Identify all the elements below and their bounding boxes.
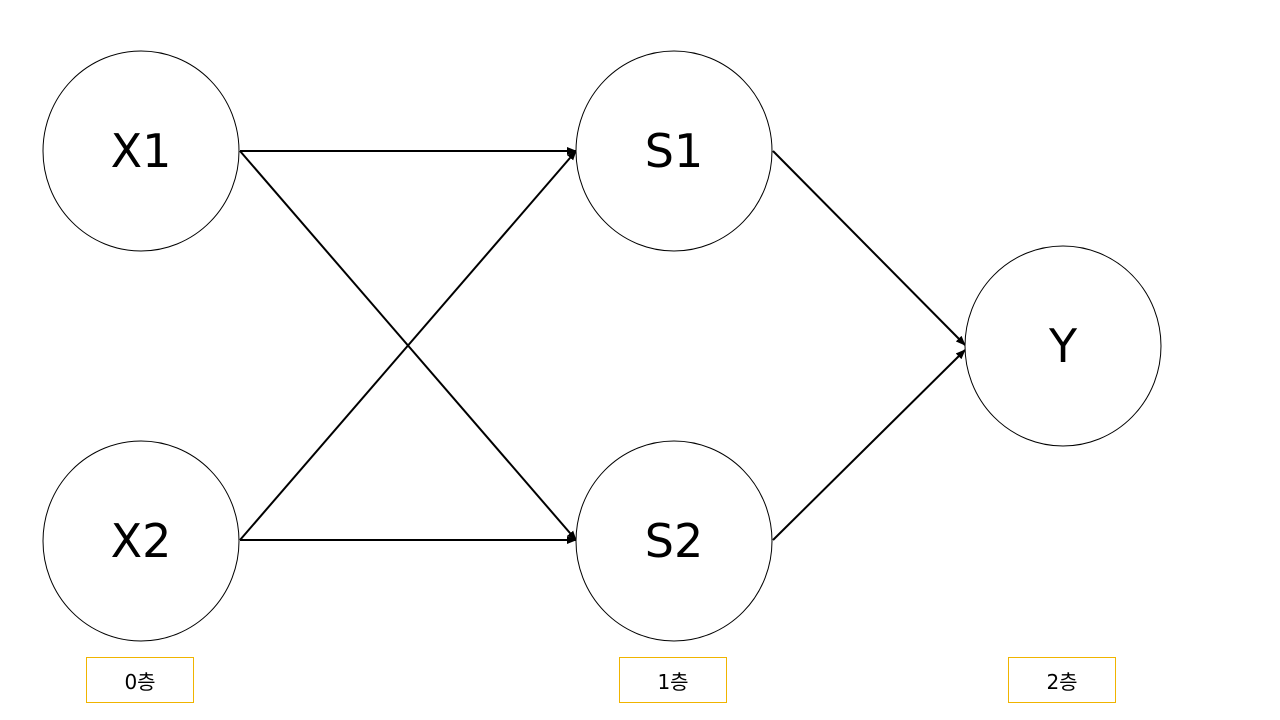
node-x1: X1 xyxy=(42,50,240,252)
node-s2-label: S2 xyxy=(645,514,703,568)
node-y: Y xyxy=(964,245,1162,447)
node-x2-label: X2 xyxy=(111,514,172,568)
node-y-label: Y xyxy=(1048,319,1078,373)
node-x2: X2 xyxy=(42,440,240,642)
edge-x2-s1 xyxy=(239,150,577,541)
layer-0-label: 0층 xyxy=(86,657,194,703)
node-s1: S1 xyxy=(575,50,773,252)
node-s1-label: S1 xyxy=(645,124,703,178)
layer-2-label: 2층 xyxy=(1008,657,1116,703)
node-s2: S2 xyxy=(575,440,773,642)
edge-s1-y xyxy=(772,150,966,346)
node-x1-label: X1 xyxy=(111,124,172,178)
edge-s2-y xyxy=(772,349,966,541)
layer-1-label: 1층 xyxy=(619,657,727,703)
